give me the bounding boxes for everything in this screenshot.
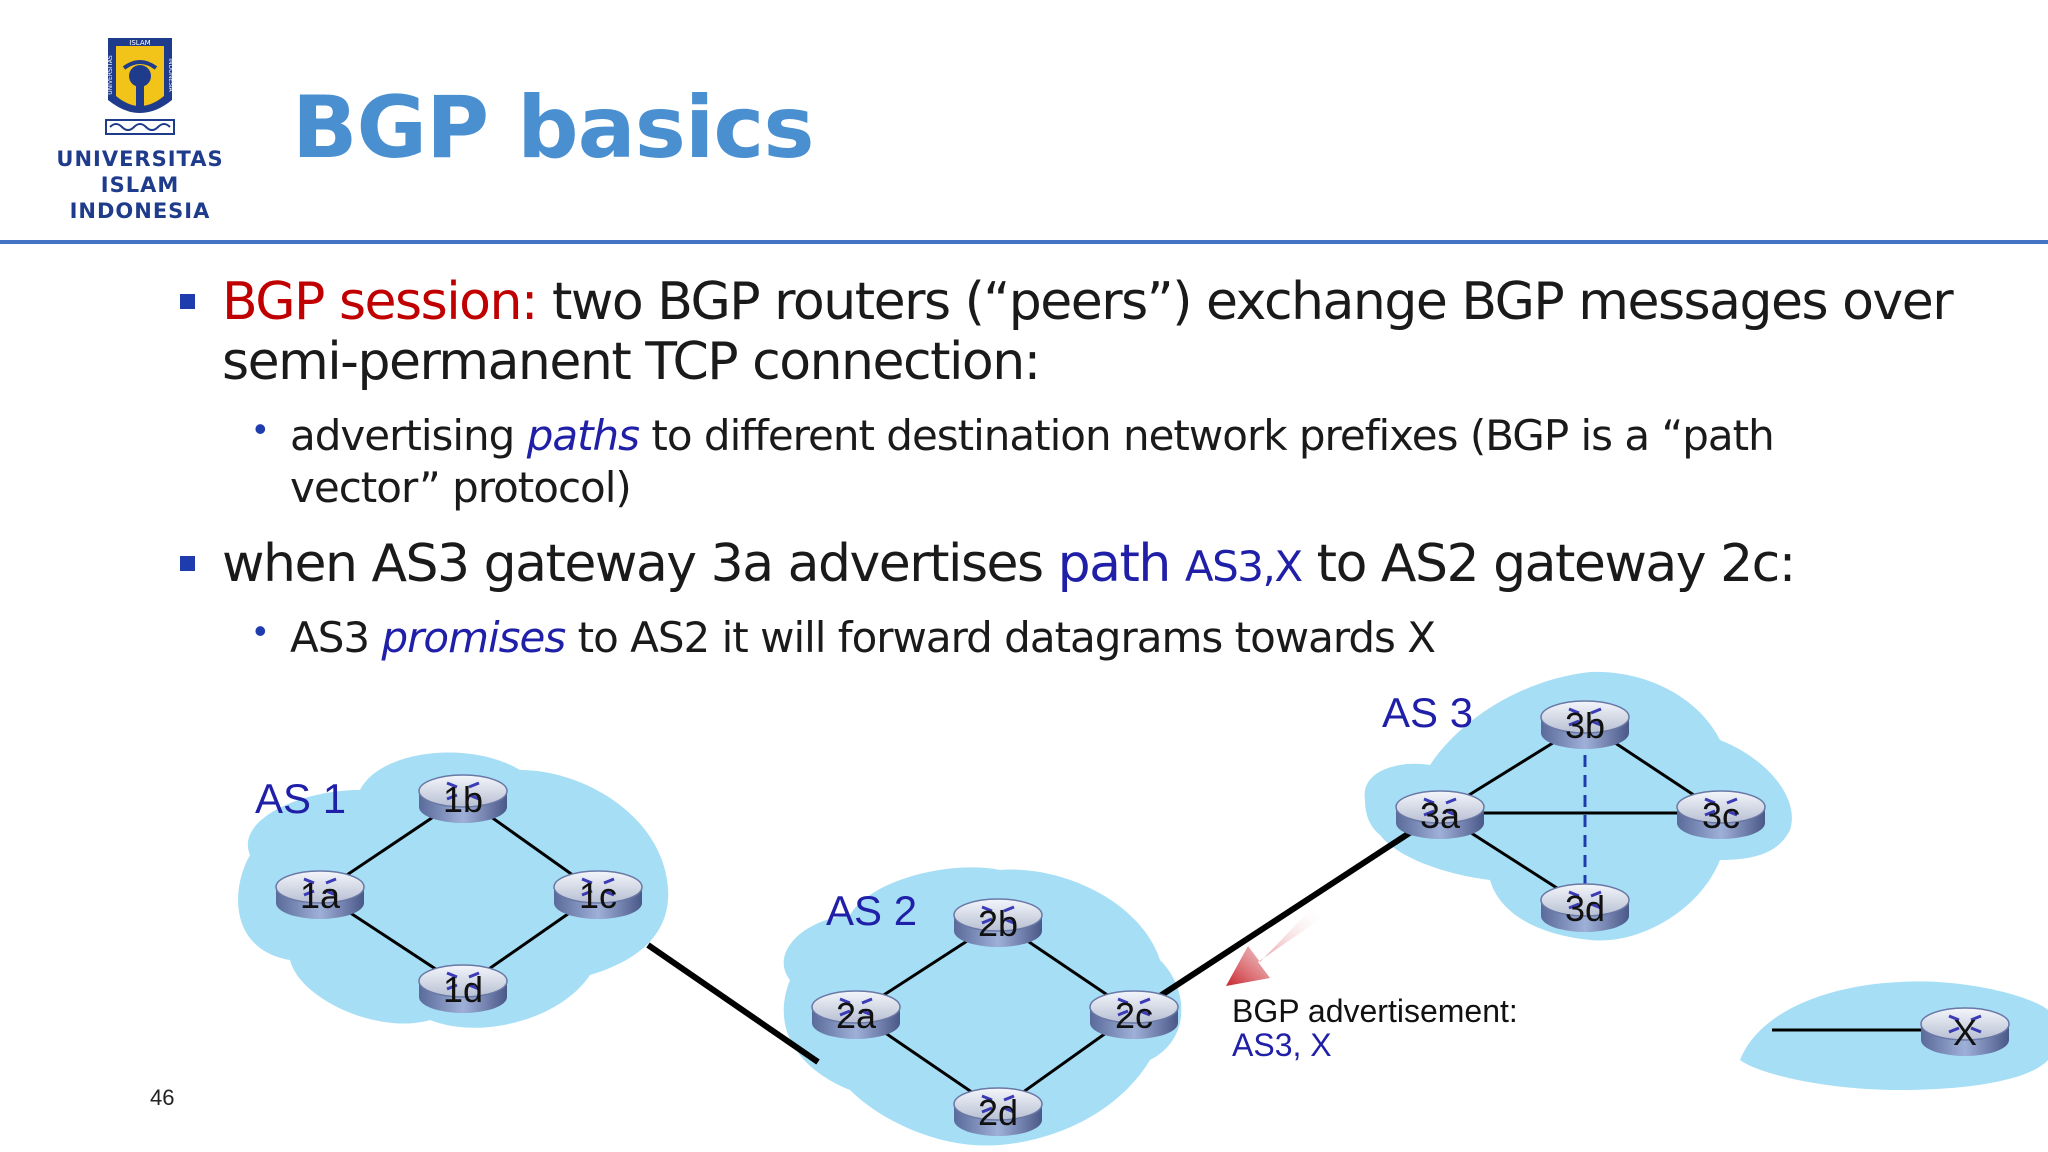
router-label-2c: 2c — [1115, 995, 1153, 1036]
university-emblem-icon: ISLAM UNIVERSITAS INDONESIA — [105, 38, 175, 135]
router-label-x: X — [1953, 1012, 1977, 1053]
bullet-1-line-2: semi-permanent TCP connection: — [222, 332, 1041, 392]
as2-as3-link — [1132, 810, 1442, 1016]
logo-line-1: UNIVERSITAS — [56, 147, 224, 171]
router-label-1d: 1d — [443, 969, 483, 1010]
as3-label: AS 3 — [1382, 689, 1473, 736]
router-label-1b: 1b — [443, 779, 483, 820]
router-label-1c: 1c — [579, 875, 617, 916]
bullet-2-sub-pre: AS3 — [290, 613, 382, 662]
bullet-marker — [180, 294, 195, 309]
logo-arc-right: INDONESIA — [167, 58, 174, 92]
bullet-1-sub-line-2: vector” protocol) — [290, 463, 632, 512]
bullet-2-sub-post: to AS2 it will forward datagrams towards… — [565, 613, 1436, 662]
bullet-2-pre: when AS3 gateway 3a advertises — [222, 534, 1058, 594]
as1-cloud — [238, 752, 669, 1028]
as2-cloud — [783, 867, 1182, 1146]
bullet-1-sub-post-a: to different destination network prefixe… — [639, 411, 1774, 460]
logo-line-3: INDONESIA — [69, 199, 211, 223]
sub-bullet-marker: • — [254, 408, 267, 449]
bullet-1-text-a: two BGP routers (“peers”) exchange BGP m… — [536, 272, 1954, 332]
router-label-2a: 2a — [836, 995, 877, 1036]
router-label-2b: 2b — [978, 903, 1018, 944]
bullet-2-post: to AS2 gateway 2c: — [1301, 534, 1797, 594]
header-divider — [0, 240, 2048, 244]
router-label-3a: 3a — [1420, 795, 1461, 836]
bullet-2-sub-line: AS3 promises to AS2 it will forward data… — [290, 612, 1910, 664]
as3-cloud — [1364, 671, 1792, 941]
as2-label: AS 2 — [826, 887, 917, 934]
bullet-1-lead: BGP session: — [222, 272, 538, 332]
bullet-1-sub-line-1: advertising paths to different destinati… — [290, 410, 1910, 462]
slide-title: BGP basics — [292, 78, 815, 178]
logo-line-2: ISLAM — [100, 173, 180, 197]
bullet-marker — [180, 556, 195, 571]
as1-as2-link — [646, 942, 820, 1065]
logo-arc-top: ISLAM — [129, 39, 150, 47]
page-number: 46 — [150, 1085, 175, 1110]
sub-bullet-marker: • — [254, 610, 267, 651]
bullet-1-line-1: BGP session: two BGP routers (“peers”) e… — [222, 272, 1972, 332]
router-label-1a: 1a — [300, 875, 341, 916]
logo-arc-left: UNIVERSITAS — [107, 55, 114, 95]
bullet-1-sub-em: paths — [526, 411, 640, 460]
bullet-1-sub-pre: advertising — [290, 411, 527, 460]
bullet-2-path-word: path — [1057, 534, 1185, 594]
advertisement-arrow — [1226, 906, 1322, 986]
router-label-3d: 3d — [1565, 888, 1605, 929]
router-label-2d: 2d — [978, 1092, 1018, 1133]
router-label-3b: 3b — [1565, 705, 1605, 746]
bullet-2-sub-em: promises — [381, 613, 566, 662]
bullet-2-path-value: AS3,X — [1184, 542, 1303, 591]
advert-label-line-1: BGP advertisement: — [1232, 993, 1518, 1029]
as1-label: AS 1 — [255, 775, 346, 822]
bullet-2-line-1: when AS3 gateway 3a advertises path AS3,… — [222, 534, 1972, 597]
university-logo: ISLAM UNIVERSITAS INDONESIA UNIVERSITAS … — [30, 30, 250, 230]
router-label-3c: 3c — [1702, 795, 1740, 836]
advert-label-line-2: AS3, X — [1232, 1027, 1332, 1063]
